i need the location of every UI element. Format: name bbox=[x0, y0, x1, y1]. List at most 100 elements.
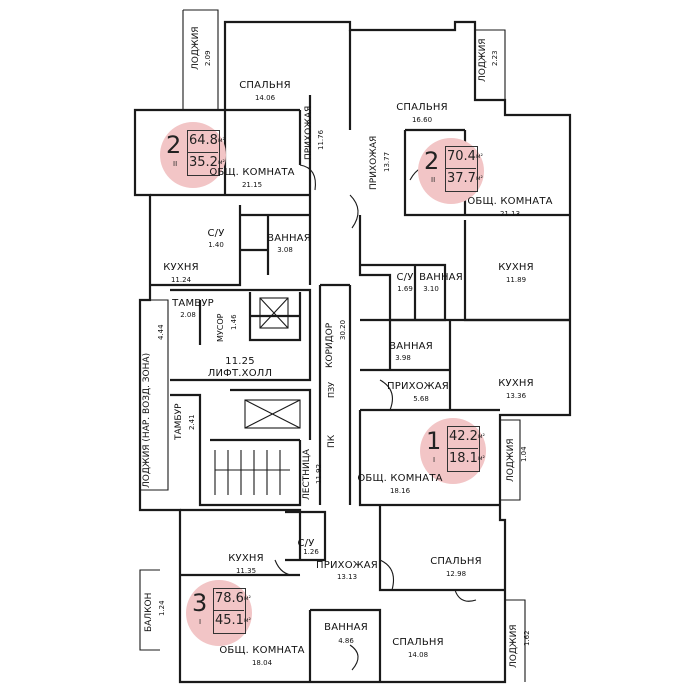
door-arc bbox=[454, 589, 477, 602]
loggia-area: 1.04 bbox=[519, 446, 529, 462]
area-divider bbox=[187, 152, 218, 153]
loggia-name: ЛОДЖИЯ bbox=[506, 438, 516, 482]
balcony-outline bbox=[139, 569, 160, 651]
loggia-area-value: 1.04 bbox=[520, 446, 528, 462]
balcony-area: 1.24 bbox=[157, 600, 167, 616]
living-area: 35.2м² bbox=[189, 155, 225, 170]
room-vertical-area: 11.76 bbox=[316, 130, 326, 150]
room-area: 1.40 bbox=[208, 241, 224, 249]
door-arc bbox=[274, 559, 301, 576]
loggia-area: 1.62 bbox=[522, 630, 532, 646]
outer-wall bbox=[133, 20, 572, 684]
area-divider bbox=[213, 610, 244, 611]
loggia-name: ЛОДЖИЯ (НАР. ВОЗД. ЗОНА) bbox=[142, 352, 152, 488]
total-area: 42.2м² bbox=[449, 429, 485, 444]
loggia-area: 4.44 bbox=[156, 324, 166, 340]
room-name: ПРИХОЖАЯ bbox=[316, 560, 378, 571]
apartment-badge: 2 II 70.4м² 37.7м² bbox=[418, 138, 484, 204]
loggia-label: ЛОДЖИЯ bbox=[478, 38, 488, 82]
loggia-west-outline bbox=[140, 299, 169, 491]
room-vertical-label: ПЗУ bbox=[327, 382, 337, 398]
room-name: ПРИХОЖАЯ bbox=[369, 135, 379, 190]
room-name: ОБЩ. КОМНАТА bbox=[467, 196, 553, 207]
corridor-walls bbox=[318, 283, 352, 505]
room-area: 5.68 bbox=[413, 395, 429, 403]
room-name: КУХНЯ bbox=[163, 262, 199, 273]
room-area: 14.08 bbox=[407, 651, 429, 659]
room-name: ОБЩ. КОМНАТА bbox=[209, 167, 295, 178]
room-area: 11.24 bbox=[170, 276, 192, 284]
room-name: ОБЩ. КОМНАТА bbox=[357, 473, 443, 484]
room-area: 2.41 bbox=[188, 414, 196, 430]
loggia-ne-outline bbox=[475, 29, 506, 100]
room-area: 21.15 bbox=[241, 181, 263, 189]
room-name: ВАННАЯ bbox=[267, 233, 311, 244]
apartment-type: II bbox=[173, 160, 178, 168]
room-name: ОБЩ. КОМНАТА bbox=[219, 645, 305, 656]
living-area: 18.1м² bbox=[449, 451, 485, 466]
elevator-shaft-1 bbox=[259, 297, 289, 329]
room-name: СПАЛЬНЯ bbox=[392, 637, 444, 648]
room-name: ВАННАЯ bbox=[324, 622, 368, 633]
room-name: ПРИХОЖАЯ bbox=[387, 381, 449, 392]
loggia-area-value: 1.62 bbox=[523, 630, 531, 646]
room-name: С/У bbox=[396, 272, 414, 283]
room-vertical-label: ПК bbox=[327, 435, 337, 448]
room-area: 21.13 bbox=[499, 210, 521, 218]
room-area: 2.08 bbox=[180, 311, 196, 319]
room-area: 13.77 bbox=[383, 151, 391, 172]
room-area: 11.76 bbox=[317, 129, 325, 150]
room-name: С/У bbox=[297, 538, 315, 549]
room-area: 4.86 bbox=[338, 637, 354, 645]
stair-walls bbox=[170, 388, 312, 507]
apt2-right-bath-walls bbox=[358, 215, 447, 322]
room-name: 11.25 bbox=[225, 356, 255, 367]
apt3-walls bbox=[180, 505, 505, 682]
door-arc bbox=[299, 164, 316, 191]
room-area: 18.04 bbox=[251, 659, 273, 667]
room-name: СПАЛЬНЯ bbox=[239, 80, 291, 91]
room-area: 13.13 bbox=[336, 573, 358, 581]
loggia-label: ЛОДЖИЯ bbox=[191, 26, 201, 70]
area-box bbox=[445, 146, 478, 192]
room-area: 1.46 bbox=[230, 314, 238, 330]
loggia-area-value: 4.44 bbox=[157, 324, 165, 340]
loggia-name: ЛОДЖИЯ bbox=[478, 38, 488, 82]
area-box bbox=[447, 426, 480, 472]
balcony-label: БАЛКОН bbox=[144, 593, 154, 632]
apartment-badge: 2 II 64.8м² 35.2м² bbox=[160, 122, 226, 188]
room-vertical-area: 13.77 bbox=[382, 152, 392, 172]
room-area: 3.08 bbox=[277, 246, 293, 254]
loggia-east-outline bbox=[500, 419, 521, 501]
room-area: 11.92 bbox=[315, 463, 323, 484]
door-arc bbox=[379, 379, 393, 411]
living-area: 37.7м² bbox=[447, 171, 483, 186]
room-name: КУХНЯ bbox=[498, 262, 534, 273]
apartment-rooms: 1 bbox=[426, 427, 442, 455]
loggia-label: ЛОДЖИЯ bbox=[509, 624, 519, 668]
balcony-area-value: 1.24 bbox=[158, 600, 166, 616]
area-divider bbox=[447, 448, 478, 449]
room-name: КУХНЯ bbox=[498, 378, 534, 389]
stair-label: ЛЕСТНИЦА bbox=[302, 449, 312, 500]
loggia-nw-outline bbox=[182, 9, 219, 110]
room-area: 30.20 bbox=[339, 319, 347, 340]
loggia-label: ЛОДЖИЯ bbox=[506, 438, 516, 482]
stair-treads bbox=[214, 450, 290, 495]
area-box bbox=[213, 588, 246, 634]
room-vertical-area: 2.41 bbox=[187, 414, 197, 430]
room-name: КОРИДОР bbox=[325, 322, 335, 368]
room-vertical-label: МУСОР bbox=[216, 314, 226, 342]
door-arc bbox=[349, 194, 359, 229]
room-name: СПАЛЬНЯ bbox=[430, 556, 482, 567]
total-area: 78.6м² bbox=[215, 591, 251, 606]
room-name: ПК bbox=[327, 434, 337, 448]
loggia-label: ЛОДЖИЯ (НАР. ВОЗД. ЗОНА) bbox=[142, 353, 152, 488]
total-area: 64.8м² bbox=[189, 133, 225, 148]
apartment-badge: 3 I 78.6м² 45.1м² bbox=[186, 580, 252, 646]
room-name: ПЗУ bbox=[327, 381, 336, 398]
room-name: ВАННАЯ bbox=[389, 341, 433, 352]
living-area: 45.1м² bbox=[215, 613, 251, 628]
room-area: 18.16 bbox=[389, 487, 411, 495]
room-name: С/У bbox=[207, 228, 225, 239]
